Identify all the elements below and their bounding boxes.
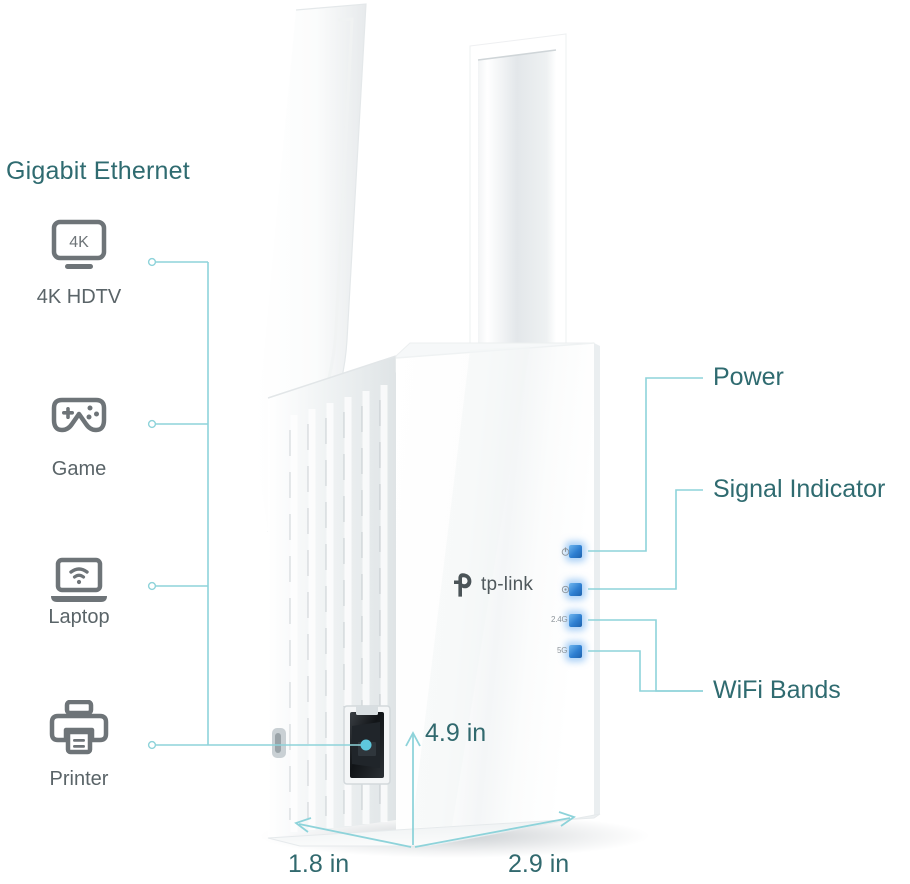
- band-5g-led: [569, 645, 582, 658]
- gigabit-ethernet-port: [343, 705, 391, 785]
- signal-led: [569, 583, 582, 596]
- device-label-printer: Printer: [49, 768, 109, 790]
- device-label-4k-hdtv: 4K HDTV: [36, 286, 122, 308]
- tp-link-symbol-icon: [454, 573, 472, 597]
- dimension-width: 2.9 in: [508, 850, 570, 878]
- gigabit-ethernet-heading: Gigabit Ethernet: [6, 157, 190, 185]
- power-led: [569, 545, 582, 558]
- tp-link-logo: tp-link: [452, 572, 533, 598]
- device-right-edge: [594, 343, 600, 818]
- printer-icon: [48, 700, 110, 758]
- callout-power: Power: [713, 363, 784, 391]
- tv-4k-icon: 4K: [48, 218, 110, 276]
- dimension-depth: 1.8 in: [288, 850, 350, 878]
- signal-symbol-icon: [561, 585, 570, 594]
- callout-wifi-bands: WiFi Bands: [713, 676, 841, 704]
- device-label-laptop: Laptop: [48, 606, 110, 628]
- callout-signal-indicator: Signal Indicator: [713, 475, 886, 503]
- power-symbol-icon: [561, 547, 570, 556]
- dimension-height: 4.9 in: [425, 719, 487, 747]
- antenna-right: [469, 33, 567, 353]
- band-5g-mark: 5G: [557, 646, 568, 655]
- tp-link-wordmark: tp-link: [481, 574, 534, 595]
- gamepad-icon: [48, 390, 110, 448]
- device-label-game: Game: [51, 458, 107, 480]
- laptop-wifi-icon: [48, 552, 110, 610]
- svg-text:4K: 4K: [69, 234, 89, 251]
- band-24g-led: [569, 614, 582, 627]
- band-24g-mark: 2.4G: [551, 615, 568, 624]
